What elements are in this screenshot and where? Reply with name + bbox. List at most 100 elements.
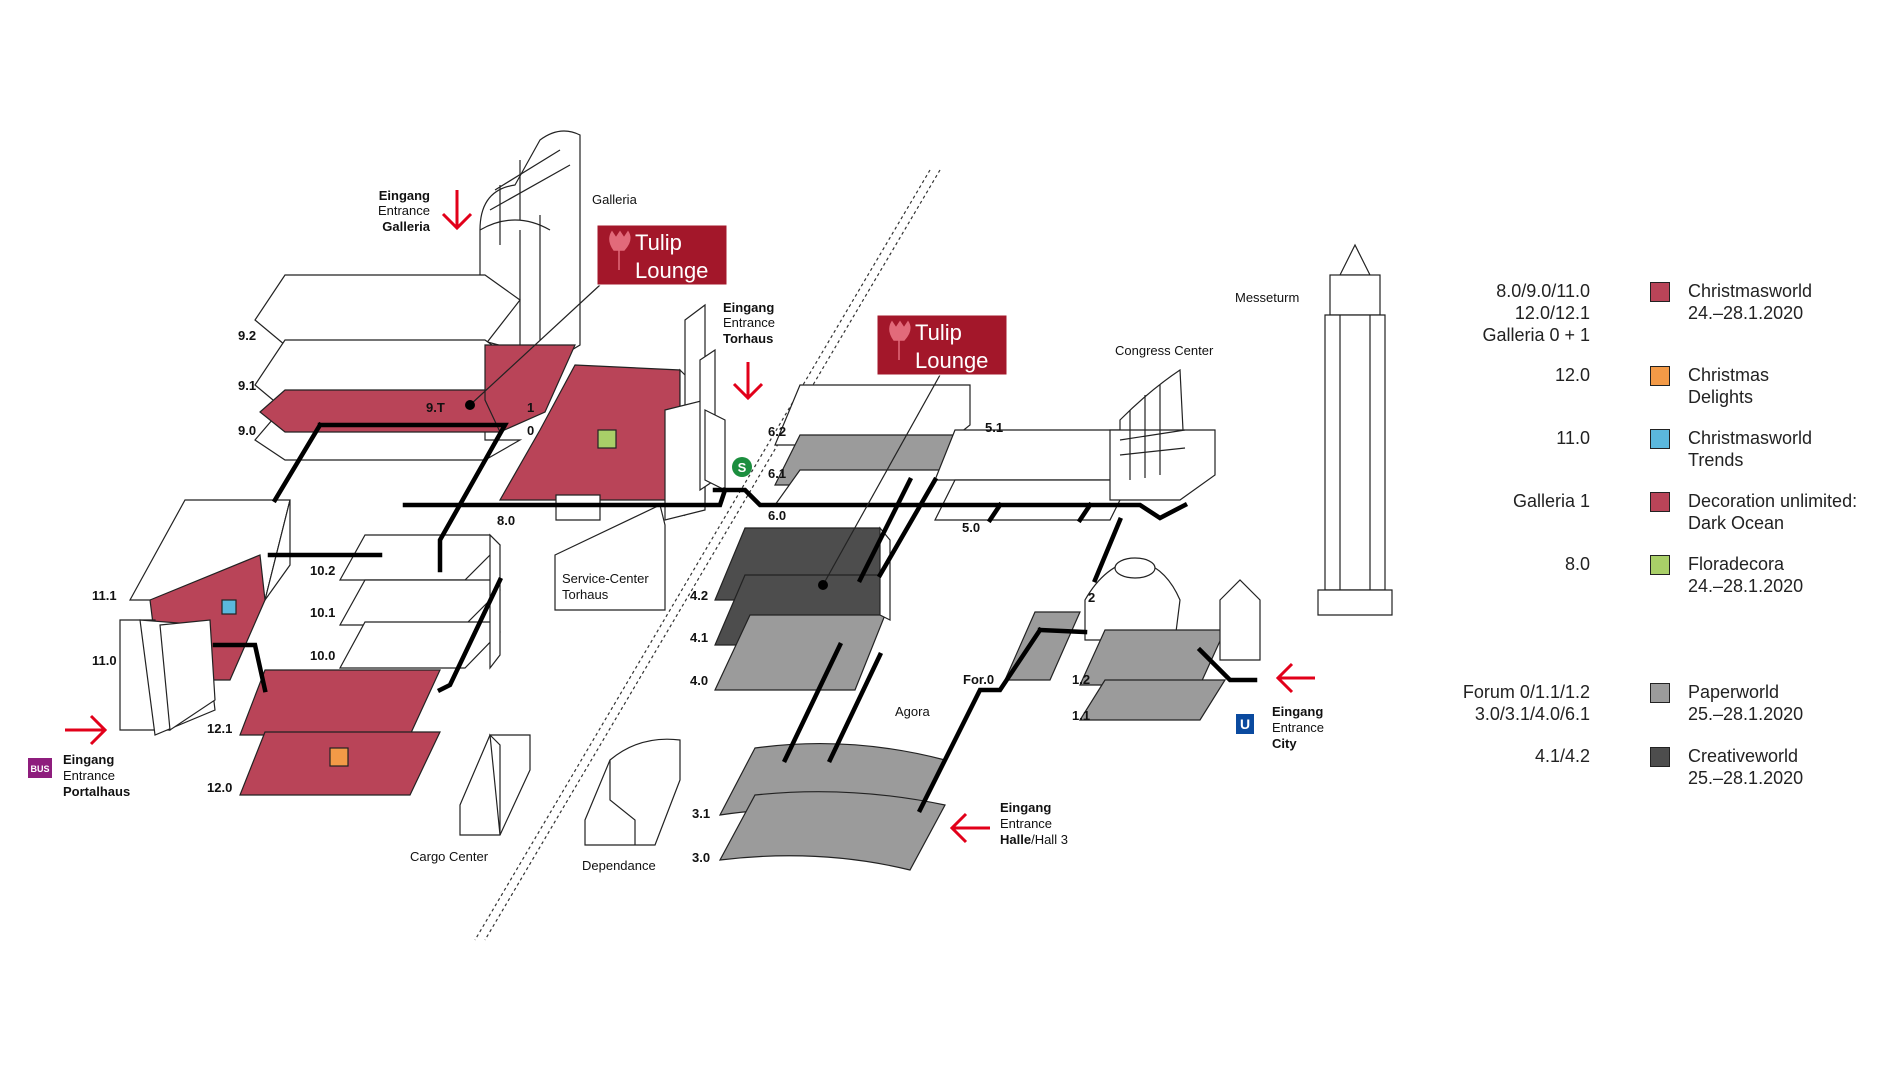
lounge-pointers (469, 284, 941, 586)
messeturm-tower[interactable] (1317, 243, 1393, 616)
hall-10-2-label: 10.2 (310, 563, 335, 578)
lounge-line1: Tulip (915, 320, 962, 345)
legend-swatch (1650, 683, 1670, 703)
entrance-city-l2: Entrance (1272, 720, 1324, 735)
entrance-portalhaus[interactable]: BUS Eingang Entrance Portalhaus (28, 714, 130, 799)
hall-6-2-label: 6.2 (768, 424, 786, 439)
trends-marker (221, 599, 237, 615)
hall-9-t-label: 9.T (426, 400, 445, 415)
torhaus-building[interactable] (664, 303, 726, 521)
ubahn-icon: U (1240, 716, 1250, 732)
legend-name: Decoration unlimited:Dark Ocean (1688, 491, 1858, 533)
entrance-torhaus-l3: Torhaus (723, 331, 773, 346)
legend-halls: 8.0 (1564, 554, 1590, 574)
hall-4-block[interactable] (714, 526, 891, 691)
entrance-galleria-l2: Entrance (378, 203, 430, 218)
hall-5-1-label: 5.1 (985, 420, 1003, 435)
label-service-center: Service-Center (562, 571, 649, 586)
entrance-torhaus[interactable]: Eingang Entrance Torhaus (723, 300, 775, 401)
hall-10-1-label: 10.1 (310, 605, 335, 620)
hall-3-block[interactable] (718, 742, 946, 871)
hall-9-0-label: 9.0 (238, 423, 256, 438)
entrance-halle3-l3: Halle/Hall 3 (1000, 832, 1068, 847)
entrance-halle-3[interactable]: Eingang Entrance Halle/Hall 3 (949, 800, 1068, 847)
entrance-portalhaus-l2: Entrance (63, 768, 115, 783)
hall-6-block[interactable] (773, 384, 972, 506)
entrance-galleria-l3: Galleria (382, 219, 430, 234)
hall-1-1-label: 1.1 (1072, 708, 1090, 723)
tulip-icon (609, 230, 631, 270)
service-center-torhaus[interactable] (554, 504, 666, 611)
lounge-line1: Tulip (635, 230, 682, 255)
arrow-left-icon (1275, 662, 1315, 694)
entrance-galleria[interactable]: Eingang Entrance Galleria (378, 188, 473, 234)
legend-halls: 11.0 (1556, 428, 1590, 448)
congress-center[interactable] (1109, 368, 1216, 501)
galleria-1-label: 1 (527, 400, 534, 415)
tulip-icon (889, 320, 911, 360)
legend-swatch (1650, 747, 1670, 767)
dependance-building[interactable] (584, 738, 681, 846)
sbahn-station[interactable]: S (732, 457, 752, 477)
label-galleria: Galleria (592, 192, 638, 207)
legend-swatch (1650, 429, 1670, 449)
hall-12-1-label: 12.1 (207, 721, 232, 736)
hall-4-0-label: 4.0 (690, 673, 708, 688)
hall-11-1-label: 11.1 (92, 588, 117, 603)
legend-swatch (1650, 282, 1670, 302)
lounge-marker-galleria (465, 400, 475, 410)
entrance-portalhaus-l3: Portalhaus (63, 784, 130, 799)
hall-5-block[interactable] (934, 429, 1136, 521)
arrow-right-icon (65, 714, 108, 746)
hall-2-label: 2 (1088, 590, 1095, 605)
label-cargo-center: Cargo Center (410, 849, 489, 864)
bus-icon: BUS (30, 764, 49, 774)
hall-9-2-label: 9.2 (238, 328, 256, 343)
entrance-city-l3: City (1272, 736, 1297, 751)
hall-12-block[interactable] (239, 669, 441, 796)
tulip-lounge-hall-4[interactable]: Tulip Lounge (876, 314, 1008, 376)
hall-1-2-label: 1.2 (1072, 672, 1090, 687)
legend-swatch (1650, 492, 1670, 512)
hall-4-2-label: 4.2 (690, 588, 708, 603)
hall-8-0-label: 8.0 (497, 513, 515, 528)
sbahn-icon: S (738, 460, 747, 475)
label-messeturm: Messeturm (1235, 290, 1299, 305)
entrance-city-l1: Eingang (1272, 704, 1323, 719)
hall-10-0-label: 10.0 (310, 648, 335, 663)
arrow-down-icon (732, 362, 764, 401)
lounge-line2: Lounge (635, 258, 708, 283)
hall-3-0-label: 3.0 (692, 850, 710, 865)
walkways (212, 421, 1258, 814)
entrance-halle3-l2: Entrance (1000, 816, 1052, 831)
hall-3-1-label: 3.1 (692, 806, 710, 821)
forum-0-label: For.0 (963, 672, 994, 687)
portalhaus-building[interactable] (119, 619, 216, 736)
floradecora-marker (597, 429, 617, 449)
hall-5-0-label: 5.0 (962, 520, 980, 535)
hall-4-1-label: 4.1 (690, 630, 708, 645)
entrance-city[interactable]: U Eingang Entrance City (1236, 662, 1324, 751)
lounge-line2: Lounge (915, 348, 988, 373)
label-dependance: Dependance (582, 858, 656, 873)
hall-10-block[interactable] (338, 533, 501, 670)
cargo-center[interactable] (459, 733, 531, 836)
tulip-lounge-galleria[interactable]: Tulip Lounge (596, 224, 728, 286)
entrance-galleria-l1: Eingang (379, 188, 430, 203)
forum-block[interactable] (1004, 557, 1261, 721)
label-congress-center: Congress Center (1115, 343, 1214, 358)
